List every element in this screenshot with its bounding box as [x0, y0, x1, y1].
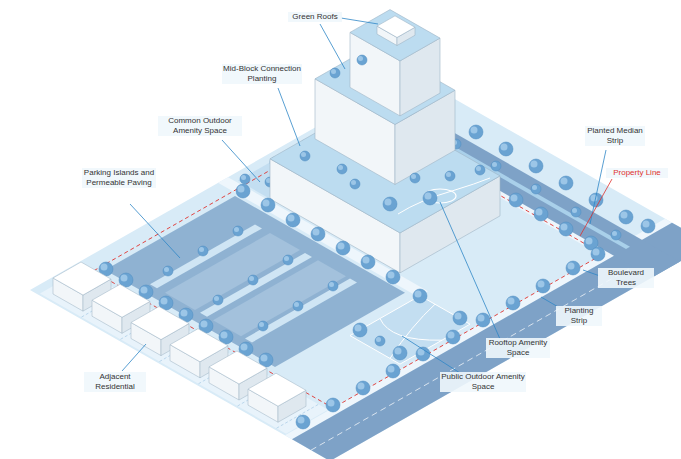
callout-label: Parking Islands and Permeable Paving — [82, 168, 156, 188]
callout-label: Boulevard Trees — [598, 268, 654, 288]
tree-group — [236, 55, 655, 429]
callout-label: Green Roofs — [288, 12, 342, 22]
callout-label: Planting Strip — [556, 306, 602, 326]
tree-group — [99, 74, 633, 367]
leader-line — [580, 179, 612, 236]
callout-label: Public Outdoor Amenity Space — [440, 372, 526, 392]
callout-label: Common Outdoor Amenity Space — [158, 116, 242, 136]
callout-label: Adjacent Residential — [84, 372, 146, 392]
residential-buildings — [53, 262, 306, 422]
ground-plane — [30, 73, 681, 459]
mixed-use-building — [270, 10, 500, 273]
leader-lines — [122, 18, 606, 373]
callout-label: Mid-Block Connection Planting — [222, 64, 302, 84]
callout-label: Planted Median Strip — [585, 126, 645, 146]
callout-label: Property Line — [606, 168, 668, 178]
callout-label: Rooftop Amenity Space — [486, 338, 550, 358]
